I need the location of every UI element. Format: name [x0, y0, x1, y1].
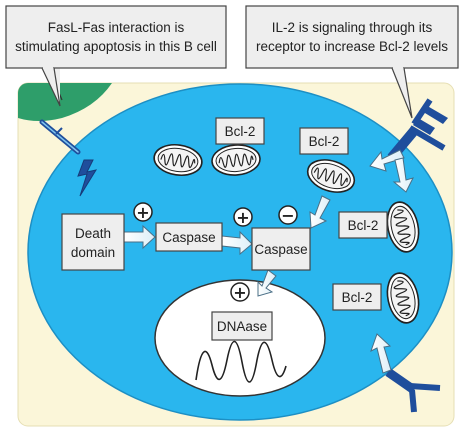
caspase-2-text: Caspase	[254, 242, 307, 257]
arrow-caspase-to-dnaase	[257, 269, 277, 297]
plus-sign-2: +	[233, 207, 253, 227]
death-domain-line2: domain	[71, 245, 115, 260]
bcl2-top-text: Bcl-2	[225, 124, 256, 139]
bcl2-label-upper-right: Bcl-2	[299, 127, 349, 155]
bcl2-label-lower-right: Bcl-2	[332, 283, 382, 311]
lightning-icon	[77, 159, 98, 197]
il2-receptor-lower-icon	[385, 368, 441, 413]
bcl2-label-top: Bcl-2	[215, 117, 265, 145]
callout-left-line1: FasL-Fas interaction is	[48, 20, 185, 35]
caspase-box-2: Caspase	[251, 227, 311, 271]
callout-right-line1: IL-2 is signaling through its	[272, 20, 433, 35]
arrow-death-to-caspase	[122, 224, 156, 250]
arrows	[122, 149, 414, 374]
death-domain-box: Death domain	[61, 213, 125, 271]
minus-sign: −	[278, 205, 298, 225]
fas-receptor-icon	[39, 119, 81, 155]
dnaase-box: DNAase	[211, 311, 273, 341]
death-domain-line1: Death	[75, 226, 111, 241]
arrow-receptor-to-mito-lower	[370, 333, 392, 374]
dna-wave-icon	[195, 340, 287, 383]
arrow-caspase-to-caspase	[221, 230, 253, 256]
bcl2-lower-right-text: Bcl-2	[342, 290, 373, 305]
caspase-box-1: Caspase	[155, 222, 223, 252]
bcl2-label-right: Bcl-2	[338, 211, 388, 239]
callout-right-line2: receptor to increase Bcl-2 levels	[256, 39, 448, 54]
bcl2-upper-right-text: Bcl-2	[309, 134, 340, 149]
caspase-1-text: Caspase	[162, 230, 215, 245]
svg-text:+: +	[136, 203, 149, 222]
neighbor-cell	[18, 83, 112, 121]
svg-text:−: −	[281, 206, 294, 225]
bcl2-right-text: Bcl-2	[348, 218, 379, 233]
callout-left-line2: stimulating apoptosis in this B cell	[15, 39, 217, 54]
svg-text:+: +	[236, 208, 249, 227]
arrow-receptor-to-mito-right	[392, 157, 414, 193]
plus-sign-3: +	[230, 282, 250, 302]
callout-right: IL-2 is signaling through its receptor t…	[245, 5, 459, 119]
plus-sign-1: +	[133, 202, 153, 222]
arrow-bcl2-inhibit-caspase	[309, 195, 331, 229]
dnaase-text: DNAase	[217, 319, 267, 334]
callout-left: FasL-Fas interaction is stimulating apop…	[5, 5, 227, 107]
svg-text:+: +	[233, 283, 246, 302]
